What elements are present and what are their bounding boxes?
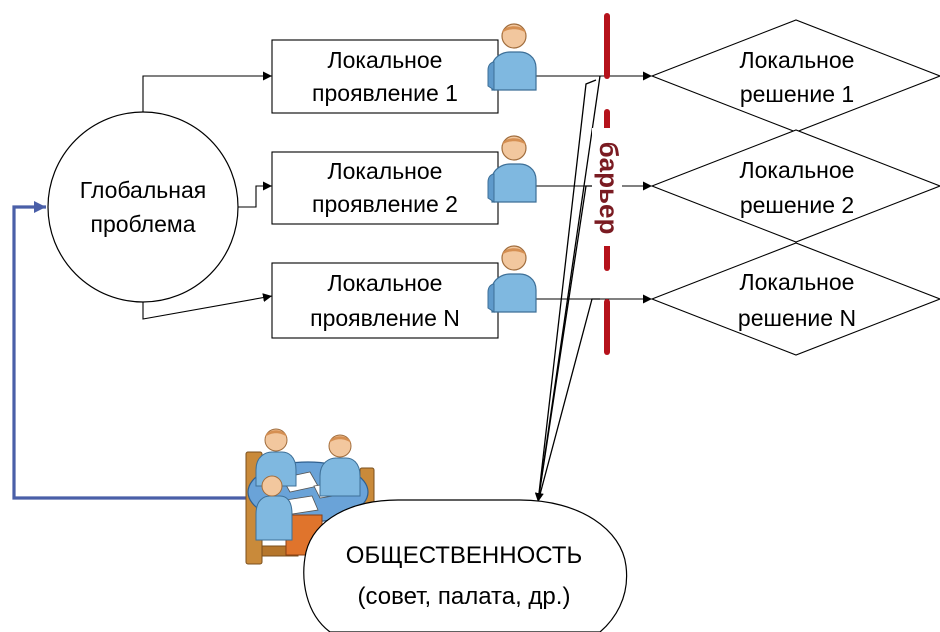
barrier-label: барьер [594, 142, 624, 235]
connector-2 [238, 181, 272, 208]
problem-connectors [142, 71, 273, 320]
solution-diamond-n: Локальное решение N [650, 242, 940, 356]
line-n-to-public [537, 298, 600, 503]
global-problem-node: Глобальная проблема [47, 111, 239, 303]
line-1b-to-public [537, 79, 597, 503]
manifestation-1-line2: проявление 1 [312, 80, 458, 106]
public-line2: (совет, палата, др.) [358, 583, 571, 610]
meeting-person-front [255, 475, 293, 541]
global-problem-line2: проблема [91, 211, 196, 237]
solution-2-line2: решение 2 [740, 192, 854, 218]
solution-1-line1: Локальное [740, 47, 855, 73]
person-icon [487, 245, 537, 313]
manifestation-n-line2: проявление N [310, 305, 460, 331]
solution-n-line1: Локальное [740, 269, 855, 295]
public-line1: ОБЩЕСТВЕННОСТЬ [346, 542, 582, 569]
manifestation-2-line1: Локальное [328, 158, 443, 184]
meeting-icon [245, 428, 375, 565]
connector-n [142, 293, 273, 320]
public-node: ОБЩЕСТВЕННОСТЬ (совет, палата, др.) [303, 499, 628, 632]
global-problem-line1: Глобальная [80, 177, 206, 203]
solution-1-line2: решение 1 [740, 81, 854, 107]
person-icon [487, 23, 537, 91]
solution-2-line1: Локальное [740, 157, 855, 183]
manifestation-n-line1: Локальное [328, 270, 443, 296]
barrier-label-bg [592, 128, 622, 246]
manifestation-box-1: Локальное проявление 1 [271, 39, 499, 114]
solution-n-line2: решение N [738, 305, 856, 331]
public-convergence-lines [534, 75, 601, 503]
connector-1 [142, 71, 272, 112]
manifestation-box-2: Локальное проявление 2 [271, 151, 499, 225]
manifestation-box-n: Локальное проявление N [271, 262, 499, 339]
solution-diamond-1: Локальное решение 1 [650, 19, 940, 133]
manifestation-1-line1: Локальное [328, 47, 443, 73]
person-icon [487, 135, 537, 203]
meeting-person-left [255, 428, 297, 487]
feedback-arrow [12, 201, 256, 500]
manifestation-2-line2: проявление 2 [312, 191, 458, 217]
solution-diamond-2: Локальное решение 2 [650, 129, 940, 243]
meeting-person-right [319, 434, 361, 497]
